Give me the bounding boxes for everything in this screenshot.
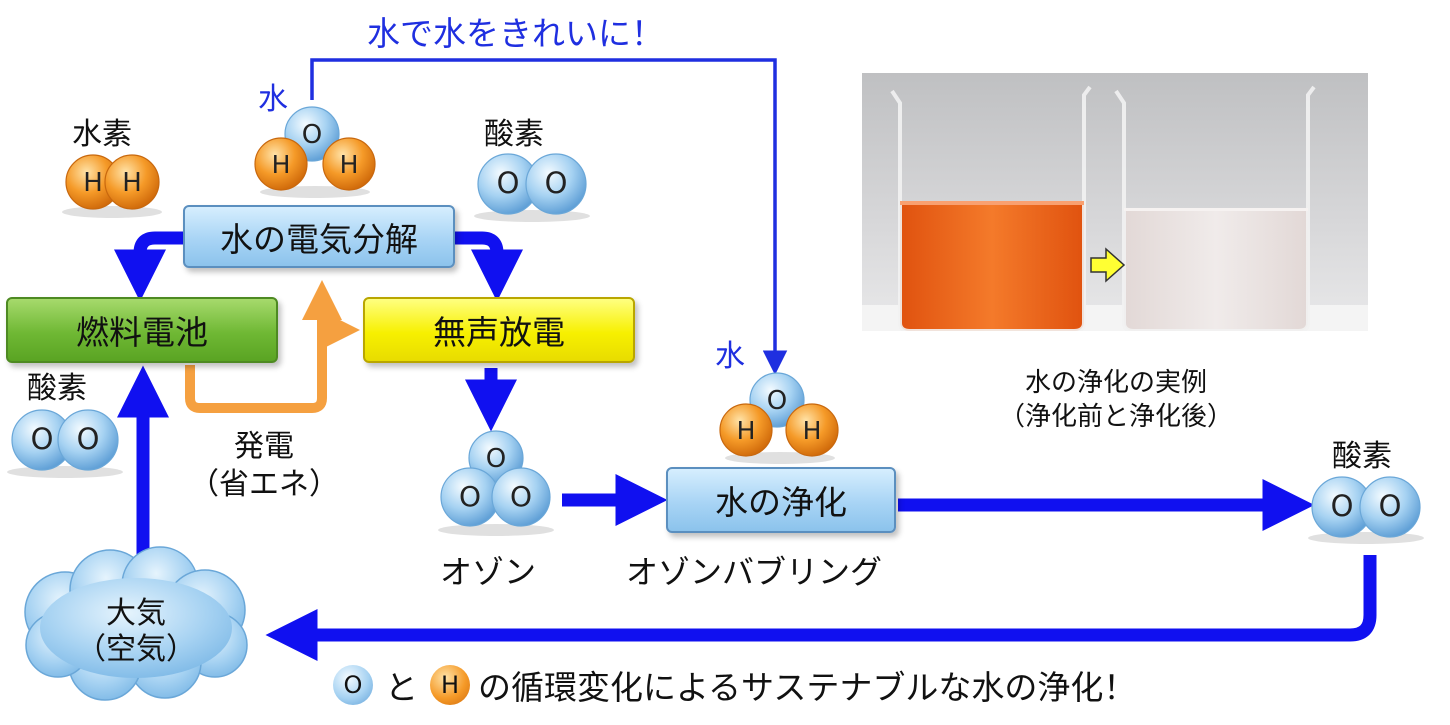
atmosphere-label-line2: （空気） [76,632,196,667]
water-label-mid: 水 [715,339,745,374]
oxygen-molecule-right-oxygen-atom: O [1359,476,1421,538]
ozone-molecule-oxygen-atom: O [491,467,551,527]
atom-symbol: O [31,422,54,456]
footer-connector: と [385,668,418,707]
photo-caption: 水の浄化の実例 （浄化前と浄化後） [948,366,1284,434]
bubbling-label: オゾンバブリング [626,553,883,591]
atom-symbol: O [77,422,100,456]
power-generation-arrow [185,280,342,413]
oxygen-label-left: 酸素 [27,371,87,406]
header-text: 水で水をきれいに！ [367,14,664,53]
atom-symbol: H [272,150,291,179]
molecule-shadow [1308,532,1424,544]
photo-caption-line2: （浄化前と浄化後） [998,402,1233,432]
electrolysis-to-discharge-arrow [455,231,523,302]
molecule-shadow [7,466,123,478]
oxygen-to-atmosphere-arrow [265,555,1377,661]
atom-symbol: H [83,168,103,198]
beaker-before [890,85,1092,331]
water-purification-box: 水の浄化 [666,467,896,533]
water-molecule-mid-hydrogen-atom: H [785,403,839,457]
water-molecule-top-hydrogen-atom: H [254,137,308,191]
atom-symbol: H [340,150,359,179]
ozone-molecule-oxygen-atom: O [440,467,500,527]
beakers-image [862,85,1368,331]
beaker-after [1114,85,1316,331]
oxygen-label-top: 酸素 [484,117,544,152]
atom-symbol: O [302,120,322,150]
atom-symbol: H [803,416,822,445]
footer-text: の循環変化によるサステナブルな水の浄化！ [478,668,1137,707]
molecule-shadow [474,210,590,222]
molecule-shadow [438,524,554,536]
water-label-top: 水 [258,82,288,117]
purification-photo [862,73,1368,331]
footer-oxygen-atom: O [333,665,373,705]
atom-symbol: H [122,168,142,198]
atom-symbol: O [1379,489,1402,523]
oxygen-molecule-left-oxygen-atom: O [11,409,73,471]
atom-symbol: O [486,444,506,474]
atom-symbol: O [767,386,787,416]
silent-discharge-box: 無声放電 [363,297,635,363]
hydrogen-molecule-hydrogen-atom: H [104,154,160,210]
atom-symbol: O [1331,489,1354,523]
atmosphere-label: 大気 （空気） [66,596,206,668]
oxygen-label-right: 酸素 [1332,439,1392,474]
hydrogen-molecule-hydrogen-atom: H [65,154,121,210]
photo-caption-line1: 水の浄化の実例 [1024,368,1207,398]
electrolysis-to-fuel-cell-arrow [114,231,183,302]
hydrogen-label: 水素 [72,117,132,152]
footer: O と H の循環変化によるサステナブルな水の浄化！ [333,663,1136,707]
oxygen-molecule-top-oxygen-atom: O [525,153,587,215]
atom-symbol: O [545,166,568,200]
oxygen-molecule-left-oxygen-atom: O [57,409,119,471]
atom-symbol: O [497,166,520,200]
atmosphere-label-line1: 大気 [106,596,166,631]
before-after-arrow [1090,247,1126,283]
ozone-label: オゾン [440,553,537,591]
oxygen-molecule-top-oxygen-atom: O [477,153,539,215]
water-molecule-mid-hydrogen-atom: H [719,403,773,457]
atmosphere-cloud [24,546,248,701]
atom-symbol: O [459,480,481,513]
generation-label: 発電 （省エネ） [186,428,342,504]
atom-symbol: O [510,480,532,513]
molecule-shadow [62,206,162,218]
fuel-cell-box: 燃料電池 [6,297,278,363]
water-molecule-top-hydrogen-atom: H [322,137,376,191]
water-reuse-arrow [310,58,788,375]
electrolysis-box: 水の電気分解 [183,205,455,268]
generation-label-line2: （省エネ） [189,467,339,502]
atom-symbol: H [737,416,756,445]
generation-label-line1: 発電 [234,429,294,464]
footer-hydrogen-atom: H [430,665,470,705]
